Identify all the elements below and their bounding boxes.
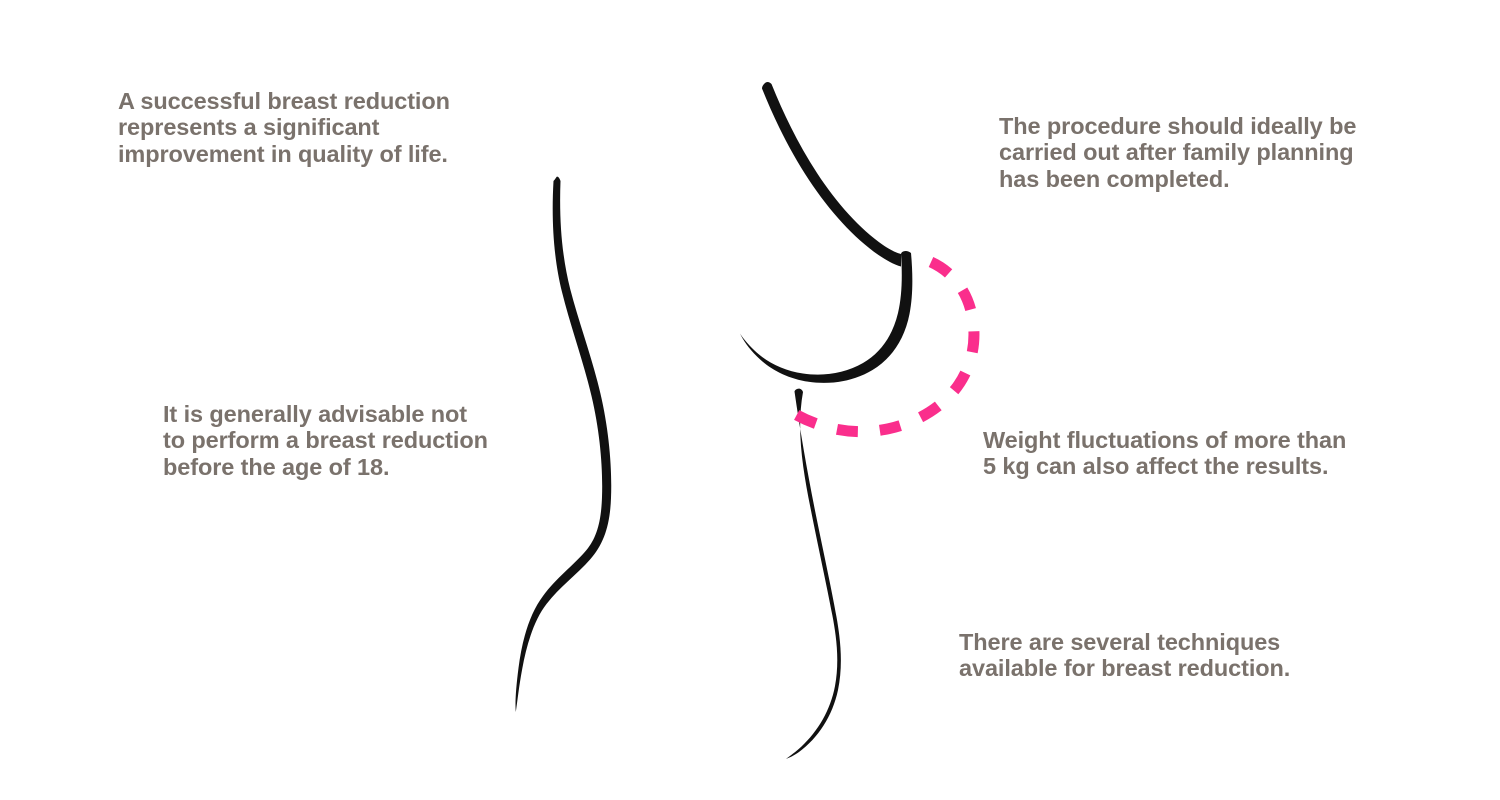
reduction-marking-arc	[777, 256, 980, 438]
breast-bowl-line	[740, 250, 913, 383]
chest-upper-line	[762, 82, 901, 267]
callout-family-planning: The procedure should ideally be carried …	[999, 113, 1357, 192]
callout-techniques: There are several techniques available f…	[959, 629, 1291, 682]
callout-quality-of-life: A successful breast reduction represents…	[118, 88, 450, 167]
callout-weight-fluctuation: Weight fluctuations of more than 5 kg ca…	[983, 427, 1347, 480]
abdomen-front-line	[786, 388, 841, 759]
callout-minimum-age: It is generally advisable not to perform…	[163, 401, 488, 480]
